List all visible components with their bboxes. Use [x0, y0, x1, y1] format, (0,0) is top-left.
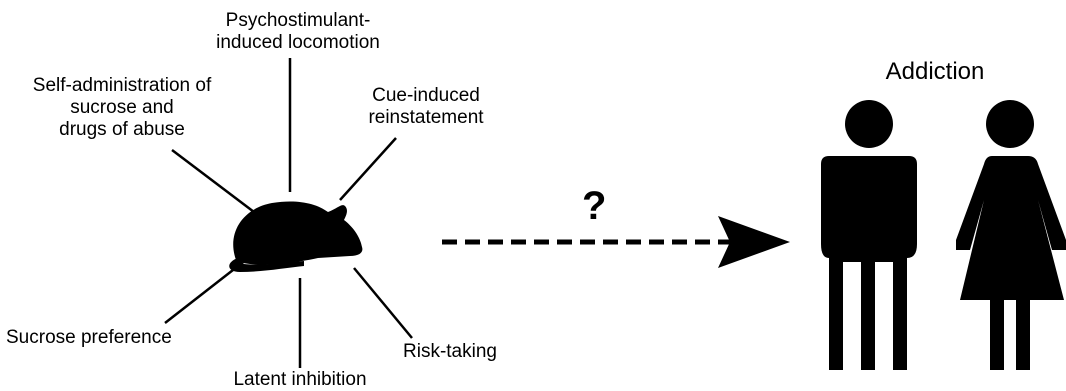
dashed-arrow-icon: [442, 216, 790, 268]
label-self-administration: Self-administration of sucrose and drugs…: [32, 75, 212, 140]
label-risk-taking: Risk-taking: [403, 341, 497, 362]
label-sucrose-preference: Sucrose preference: [6, 327, 172, 348]
line-sucrose: [164, 269, 234, 324]
addiction-title: Addiction: [885, 58, 985, 85]
label-psychostimulant-locomotion: Psychostimulant- induced locomotion: [216, 10, 380, 53]
line-risk: [353, 267, 413, 339]
label-cue-induced-reinstatement: Cue-induced reinstatement: [368, 85, 484, 128]
man-icon: [821, 100, 917, 370]
label-latent-inhibition: Latent inhibition: [233, 369, 367, 390]
connector-lines: [164, 58, 413, 368]
rat-icon: [229, 201, 363, 272]
line-self-admin: [171, 149, 255, 213]
question-mark: ?: [582, 184, 607, 228]
woman-icon: [956, 100, 1066, 370]
line-cue: [339, 137, 397, 201]
